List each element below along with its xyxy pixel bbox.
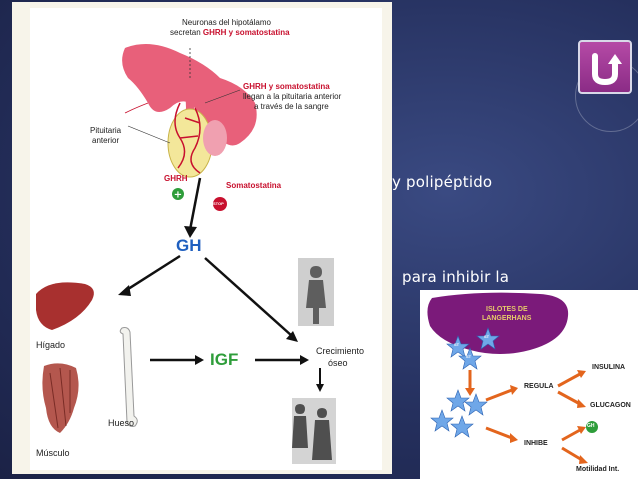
motilidad-label: Motilidad Int. (576, 466, 620, 473)
arrowhead-insulina (577, 370, 586, 378)
igf-label: IGF (210, 350, 239, 369)
arrowhead-inhibe (510, 433, 518, 443)
insulina-label: INSULINA (592, 364, 626, 371)
arrow-inhibe-motilidad (561, 446, 583, 462)
hypothalamus-label-prefix: secretan (170, 28, 203, 37)
arrowhead-motilidad (579, 455, 588, 464)
free-star-4 (450, 415, 474, 438)
islet-star-1 (446, 335, 470, 358)
stop-badge (213, 197, 227, 211)
islets-label-line-2: LANGERHANS (482, 315, 532, 322)
gh-regulation-diagram: + (36, 44, 336, 464)
plus-badge (172, 188, 184, 200)
bone-label: Hueso (108, 418, 135, 428)
arrow-regula-insulina (557, 372, 581, 388)
regula-label: REGULA (524, 383, 554, 390)
growth-label-line-2: óseo (328, 358, 348, 368)
islets-label-line-1: ISLOTES DE (486, 306, 528, 313)
islet-blob (427, 292, 569, 354)
free-star-1 (430, 409, 454, 432)
liver-label: Hígado (36, 340, 66, 350)
arrowhead-igf-right (300, 355, 309, 365)
somatostatina-label: Somatostatina (226, 181, 282, 190)
transport-label-line-3: a través de la sangre (254, 102, 329, 111)
gh-badge-label: GH (587, 423, 595, 429)
arrowhead-liver (118, 285, 131, 296)
hypothalamus-label-line-1: Neuronas del hipotálamo (182, 18, 271, 27)
islet-star-2 (476, 327, 500, 350)
islet-star-3-label: ST (466, 354, 472, 359)
arrow-to-inhibe (485, 426, 513, 440)
arrow-pituitary-to-gh (188, 177, 202, 231)
pituitary-label-line-1: Pituitaria (90, 126, 122, 135)
free-star-2 (446, 389, 470, 412)
free-star-3 (464, 393, 488, 416)
glucagon-label: GLUCAGON (590, 402, 631, 409)
arrowhead-gh (184, 226, 197, 238)
slide-text-line-1: y polipéptido (392, 173, 493, 191)
islets-inset: ISLOTES DE LANGERHANS ST ST ST REGULA IN… (420, 290, 638, 479)
arrow-to-regula (485, 388, 513, 402)
ghrh-label: GHRH (164, 174, 188, 183)
u-turn-arrow-icon (592, 53, 622, 86)
arrow-gh-to-bone-growth (204, 257, 293, 337)
stop-badge-label: STOP (213, 201, 224, 206)
leader-pituitary (127, 125, 171, 144)
inhibe-label: INHIBE (524, 440, 548, 447)
hypothalamus-label-highlight: GHRH y somatostatina (202, 28, 290, 37)
back-button[interactable] (578, 40, 632, 94)
pituitary-posterior (203, 120, 227, 156)
leader-left-vessel (124, 102, 149, 114)
hypothalamus-label-line-2: secretan GHRH y somatostatina (170, 28, 290, 38)
islets-diagram (427, 292, 598, 464)
diagram-panel: + (12, 2, 392, 474)
muscle-fibers (49, 367, 71, 429)
arrowhead-gh (577, 426, 586, 434)
arrowhead-islet-down (465, 388, 475, 396)
muscle-label: Músculo (36, 448, 70, 458)
bone-shape (119, 327, 138, 427)
islet-star-3 (458, 347, 482, 370)
slide-text-line-2: para inhibir la (402, 268, 510, 286)
pituitary-label-line-2: anterior (92, 136, 120, 145)
arrowhead-bone-growth (286, 331, 298, 342)
transport-label-highlight: GHRH y somatostatina (243, 82, 330, 91)
photo-adults-figures (292, 404, 332, 460)
transport-label-line-2: llegan a la pituitaria anterior (243, 92, 342, 101)
plus-sign: + (174, 190, 182, 201)
leader-transport (204, 89, 241, 104)
arrowhead-growth-down (316, 384, 324, 392)
arrow-regula-glucagon (557, 390, 581, 406)
islet-star-1-label: ST (454, 342, 460, 347)
islet-star-2-label: ST (484, 334, 490, 339)
arrowhead-regula (510, 385, 518, 395)
gh-badge (586, 421, 598, 433)
arrow-gh-to-liver (124, 254, 181, 293)
arrowhead-igf-left (195, 355, 204, 365)
diagram-canvas: + (30, 8, 382, 470)
growth-label-line-1: Crecimiento (316, 346, 365, 356)
gh-label: GH (176, 236, 202, 255)
arrowhead-glucagon (577, 399, 586, 408)
photo-child-figure (306, 266, 326, 324)
liver-shape (36, 282, 94, 330)
arrow-inhibe-gh (561, 428, 581, 442)
portal-vessels (174, 102, 201, 174)
